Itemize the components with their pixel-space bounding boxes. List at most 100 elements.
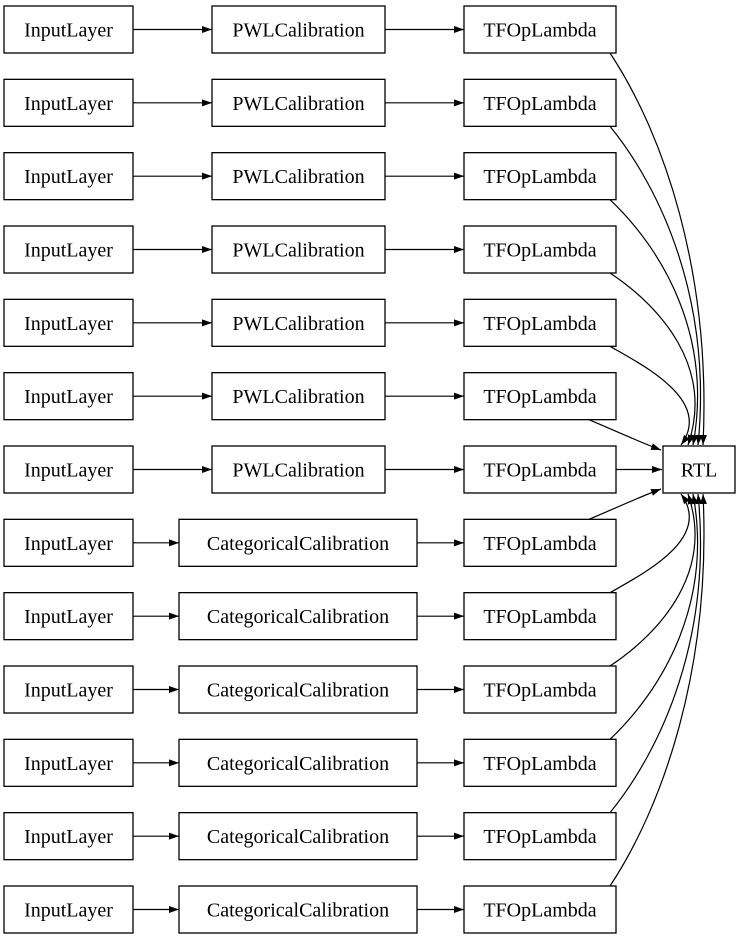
node-inputlayer-4-label: InputLayer (24, 313, 113, 335)
edge-lambda-to-rtl-9 (609, 493, 696, 667)
node-inputlayer-11-box (3, 812, 134, 861)
node-inputlayer-2: InputLayer (3, 152, 134, 201)
node-tfoplambda-1-label: TFOpLambda (483, 93, 596, 115)
node-inputlayer-12-box (3, 885, 134, 934)
node-calibration-4-label: PWLCalibration (232, 313, 364, 335)
node-calibration-1-label: PWLCalibration (232, 93, 364, 115)
node-inputlayer-3-box (3, 225, 134, 274)
node-tfoplambda-4: TFOpLambda (463, 298, 617, 347)
node-inputlayer-7-label: InputLayer (24, 533, 113, 555)
node-calibration-4: PWLCalibration (211, 298, 386, 347)
node-inputlayer-10-box (3, 738, 134, 787)
node-tfoplambda-5: TFOpLambda (463, 372, 617, 421)
node-calibration-9: CategoricalCalibration (178, 665, 418, 714)
node-tfoplambda-3-box (463, 225, 617, 274)
node-inputlayer-1-label: InputLayer (24, 93, 113, 115)
node-calibration-12-box (178, 885, 418, 934)
node-inputlayer-5: InputLayer (3, 372, 134, 421)
edge-lambda-to-rtl-10 (609, 493, 699, 740)
node-tfoplambda-4-label: TFOpLambda (483, 313, 596, 335)
node-calibration-10-label: CategoricalCalibration (207, 753, 389, 775)
edge-lambda-to-rtl-5 (588, 419, 662, 451)
node-tfoplambda-0: TFOpLambda (463, 5, 617, 54)
node-tfoplambda-3: TFOpLambda (463, 225, 617, 274)
node-tfoplambda-12: TFOpLambda (463, 885, 617, 934)
node-inputlayer-6-box (3, 445, 134, 494)
node-tfoplambda-5-label: TFOpLambda (483, 386, 596, 408)
node-inputlayer-8: InputLayer (3, 592, 134, 641)
node-tfoplambda-9: TFOpLambda (463, 665, 617, 714)
node-calibration-8-label: CategoricalCalibration (207, 606, 389, 628)
node-calibration-8: CategoricalCalibration (178, 592, 418, 641)
node-inputlayer-0-label: InputLayer (24, 20, 113, 42)
node-tfoplambda-1: TFOpLambda (463, 78, 617, 127)
node-calibration-2-box (211, 152, 386, 201)
edge-lambda-to-rtl-0 (609, 52, 707, 446)
edges-layer (133, 26, 707, 913)
node-inputlayer-4: InputLayer (3, 298, 134, 347)
node-calibration-11: CategoricalCalibration (178, 812, 418, 861)
node-inputlayer-5-label: InputLayer (24, 386, 113, 408)
node-calibration-7-box (178, 518, 418, 567)
node-calibration-0: PWLCalibration (211, 5, 386, 54)
node-inputlayer-5-box (3, 372, 134, 421)
node-tfoplambda-2-label: TFOpLambda (483, 166, 596, 188)
node-tfoplambda-1-box (463, 78, 617, 127)
node-tfoplambda-11-label: TFOpLambda (483, 826, 596, 848)
node-inputlayer-9-label: InputLayer (24, 679, 113, 701)
node-calibration-3-label: PWLCalibration (232, 239, 364, 261)
node-inputlayer-12-label: InputLayer (24, 899, 113, 921)
node-tfoplambda-5-box (463, 372, 617, 421)
node-calibration-3-box (211, 225, 386, 274)
edge-lambda-to-rtl-12 (609, 493, 707, 887)
node-calibration-10: CategoricalCalibration (178, 738, 418, 787)
node-tfoplambda-3-label: TFOpLambda (483, 239, 596, 261)
node-calibration-6: PWLCalibration (211, 445, 386, 494)
node-tfoplambda-0-label: TFOpLambda (483, 20, 596, 42)
node-calibration-1: PWLCalibration (211, 78, 386, 127)
node-calibration-9-label: CategoricalCalibration (207, 679, 389, 701)
node-tfoplambda-9-box (463, 665, 617, 714)
node-calibration-7-label: CategoricalCalibration (207, 533, 389, 555)
edge-lambda-to-rtl-8 (609, 493, 690, 594)
node-inputlayer-10-label: InputLayer (24, 753, 113, 775)
edge-lambda-to-rtl-1 (609, 125, 703, 446)
node-tfoplambda-7-box (463, 518, 617, 567)
node-inputlayer-6: InputLayer (3, 445, 134, 494)
node-inputlayer-7-box (3, 518, 134, 567)
node-tfoplambda-2-box (463, 152, 617, 201)
edge-lambda-to-rtl-3 (609, 272, 696, 446)
edge-lambda-to-rtl-4 (609, 345, 690, 446)
node-inputlayer-12: InputLayer (3, 885, 134, 934)
node-calibration-11-label: CategoricalCalibration (207, 826, 389, 848)
node-inputlayer-0: InputLayer (3, 5, 134, 54)
node-calibration-1-box (211, 78, 386, 127)
node-calibration-5-box (211, 372, 386, 421)
node-tfoplambda-8-box (463, 592, 617, 641)
node-tfoplambda-6: TFOpLambda (463, 445, 617, 494)
edge-lambda-to-rtl-11 (609, 493, 703, 814)
node-rtl: RTL (662, 445, 736, 494)
node-calibration-6-label: PWLCalibration (232, 459, 364, 481)
node-inputlayer-3-label: InputLayer (24, 239, 113, 261)
node-tfoplambda-10-box (463, 738, 617, 787)
node-inputlayer-9: InputLayer (3, 665, 134, 714)
edge-lambda-to-rtl-7 (588, 488, 662, 520)
node-tfoplambda-12-label: TFOpLambda (483, 899, 596, 921)
node-calibration-2-label: PWLCalibration (232, 166, 364, 188)
node-tfoplambda-11-box (463, 812, 617, 861)
node-calibration-5-label: PWLCalibration (232, 386, 364, 408)
node-inputlayer-11-label: InputLayer (24, 826, 113, 848)
node-calibration-12: CategoricalCalibration (178, 885, 418, 934)
node-inputlayer-11: InputLayer (3, 812, 134, 861)
node-calibration-9-box (178, 665, 418, 714)
node-tfoplambda-8-label: TFOpLambda (483, 606, 596, 628)
node-inputlayer-6-label: InputLayer (24, 459, 113, 481)
node-tfoplambda-7: TFOpLambda (463, 518, 617, 567)
node-inputlayer-1: InputLayer (3, 78, 134, 127)
node-tfoplambda-9-label: TFOpLambda (483, 679, 596, 701)
node-inputlayer-3: InputLayer (3, 225, 134, 274)
